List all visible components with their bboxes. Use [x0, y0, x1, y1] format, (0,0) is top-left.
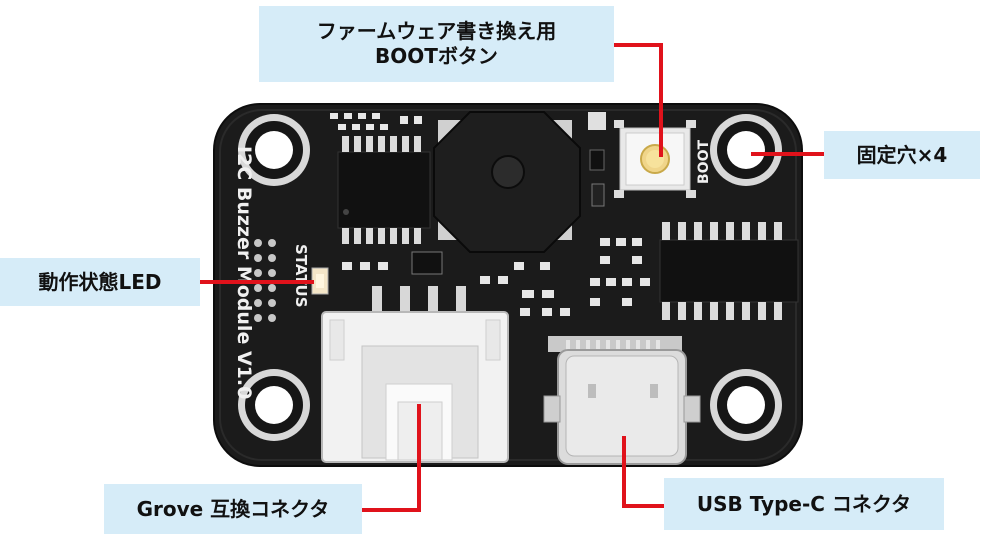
- buzzer: [433, 111, 581, 253]
- leader-mount-hole: [751, 152, 824, 156]
- silkscreen-status: STATUS: [292, 244, 310, 308]
- header-pins: [254, 239, 276, 322]
- status-led: [311, 267, 329, 295]
- silkscreen-title: I2C Buzzer Module V1.0: [233, 146, 255, 399]
- ic-left: [337, 136, 431, 244]
- boot-button: [614, 120, 696, 198]
- smd-parts-right: [588, 112, 606, 207]
- leader-boot-v: [659, 43, 663, 157]
- callout-grove-text: Grove 互換コネクタ: [136, 496, 330, 521]
- smd-parts-middle: [342, 238, 650, 316]
- mount-hole-bottom-left: [238, 369, 310, 441]
- leader-boot-h: [614, 43, 663, 47]
- callout-grove: Grove 互換コネクタ: [104, 484, 362, 534]
- callout-usb-text: USB Type-C コネクタ: [696, 491, 912, 516]
- callout-boot-button: ファームウェア書き換え用 BOOTボタン: [259, 6, 614, 82]
- ic-right: [659, 222, 799, 320]
- callout-mount-holes: 固定穴×4: [824, 131, 980, 179]
- callout-mount-holes-text: 固定穴×4: [856, 142, 948, 167]
- leader-grove-h: [362, 508, 421, 512]
- leader-grove-v: [417, 404, 421, 512]
- callout-boot-line2: BOOTボタン: [375, 44, 498, 68]
- leader-usb-v: [622, 436, 626, 508]
- mount-hole-top-left: [238, 114, 310, 186]
- mount-hole-top-right: [710, 114, 782, 186]
- mount-hole-bottom-right: [710, 369, 782, 441]
- silkscreen-boot: BOOT: [696, 140, 712, 184]
- callout-status-led: 動作状態LED: [0, 258, 200, 306]
- smd-parts-top: [330, 113, 422, 130]
- callout-boot-line1: ファームウェア書き換え用: [316, 19, 557, 43]
- callout-usb: USB Type-C コネクタ: [664, 478, 944, 530]
- leader-status-led: [200, 280, 314, 284]
- usb-c-connector: [543, 336, 701, 465]
- grove-connector: [321, 286, 509, 463]
- callout-status-led-text: 動作状態LED: [38, 269, 162, 294]
- leader-usb-h: [622, 504, 664, 508]
